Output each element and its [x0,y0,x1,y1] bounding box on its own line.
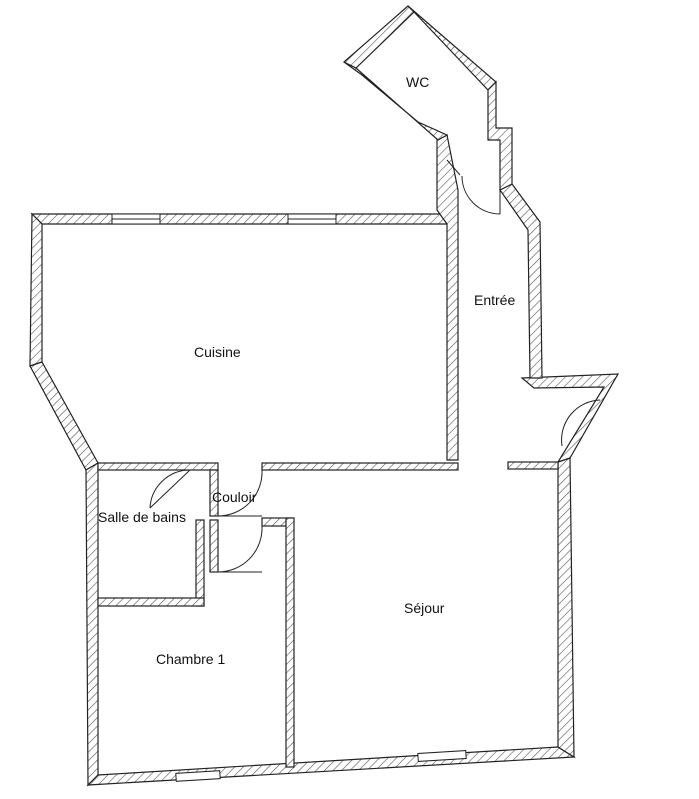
wall-cuisine-bottom-left [97,462,219,471]
wall-sejour-top-right [507,461,559,470]
wall-sdb-bottom [97,597,205,607]
room-label-sejour: Séjour [404,600,445,616]
wall-cuisine-bottom-right [261,462,459,471]
room-label-wc: WC [406,74,429,90]
door-sejour-swing [561,399,601,447]
window-chambre [175,770,221,782]
door-sdb-swing [149,469,191,509]
wall-entree-left [436,134,459,461]
room-label-chambre-1: Chambre 1 [156,651,225,667]
interior-walls [97,461,559,768]
wall-sdb-top-right [209,469,219,517]
room-label-couloir: Couloir [212,489,257,505]
wall-bay [520,373,620,464]
wall-chambre-right [285,517,295,768]
door-couloir-swing [217,469,263,517]
wall-cuisine-top [30,213,448,225]
door-chambre-swing [217,525,263,573]
wall-sdb-right [195,519,205,607]
wall-cuisine-left [29,212,43,367]
wall-wc-left [343,61,449,141]
room-label-cuisine: Cuisine [194,344,241,360]
room-label-salle-de-bains: Salle de bains [98,509,186,525]
room-labels: WC Entrée Cuisine Couloir Salle de bains… [98,74,515,667]
wall-slant-left [29,361,99,471]
exterior-walls [29,5,620,787]
window-sejour [417,750,467,762]
wall-chambre-stub [209,519,219,573]
wall-left-lower [85,461,99,787]
doors [149,159,601,573]
door-sdb-leaf [149,469,191,509]
wall-bottom [86,746,576,786]
windows [111,213,467,782]
wall-wc-top [342,5,415,69]
door-entree-swing [461,175,501,215]
door-wc-leaf [446,159,461,176]
room-label-entree: Entrée [474,292,515,308]
wall-entree-right [499,183,543,379]
wall-sejour-right [557,457,575,759]
wall-wc-right [487,80,513,191]
